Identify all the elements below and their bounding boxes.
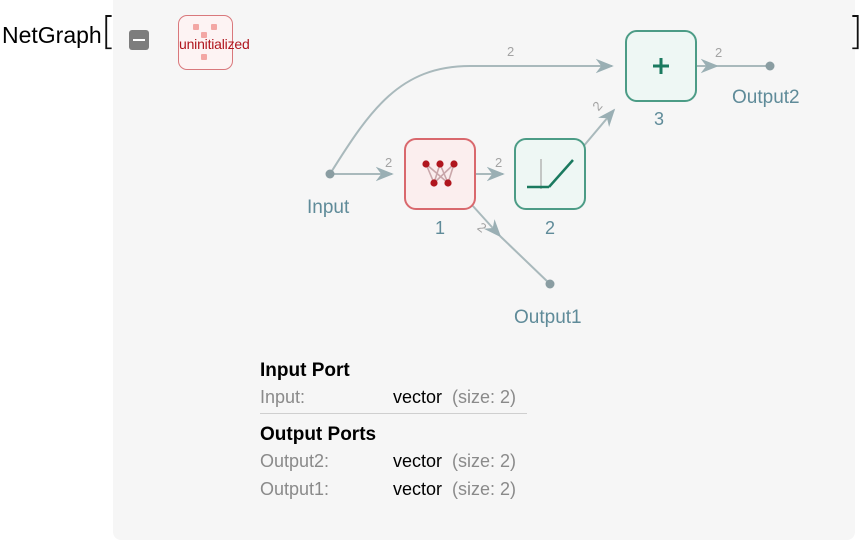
dim-input-to-3: 2: [507, 44, 514, 59]
netgraph-head: NetGraph: [2, 22, 102, 48]
linear-layer-icon: [422, 160, 458, 187]
edge-1-to-output1: [499, 235, 551, 285]
node-1-label: 1: [435, 218, 445, 238]
port-row-input: Input: vector (size: 2): [260, 387, 530, 411]
port-size: (size: 2): [452, 451, 517, 471]
node-2-box: [514, 138, 586, 210]
dim-3-to-output2: 2: [715, 45, 722, 60]
open-bracket: [: [101, 9, 116, 53]
node-1-box: [404, 138, 476, 210]
output1-port-dot: [545, 279, 555, 289]
minus-bar: [133, 39, 145, 41]
badge-dot: [201, 32, 207, 38]
port-name: Input:: [260, 387, 306, 407]
close-bracket: ]: [848, 9, 863, 53]
node-3-label: 3: [654, 109, 664, 129]
port-size: (size: 2): [452, 387, 517, 407]
uninitialized-badge: uninitialized: [178, 15, 250, 70]
port-type: vector: [393, 451, 443, 471]
output-ports-title: Output Ports: [260, 424, 377, 445]
node-2[interactable]: [514, 138, 586, 210]
dim-1-to-output1: 2: [475, 219, 490, 235]
port-name: Output2:: [260, 451, 330, 471]
port-type: vector: [393, 479, 443, 499]
edge-2-to-3: [581, 108, 616, 149]
dim-2-to-3: 2: [589, 98, 605, 113]
badge-dot: [201, 54, 207, 60]
output1-label: Output1: [514, 307, 582, 328]
input-label: Input: [307, 197, 350, 218]
output2-port-dot: [765, 61, 775, 71]
netgraph-panel: [113, 0, 855, 540]
divider: [260, 413, 527, 414]
port-name: Output1:: [260, 479, 330, 499]
input-port-dot: [325, 169, 335, 179]
node-2-label: 2: [545, 218, 555, 238]
port-type: vector: [393, 387, 443, 407]
minus-square-icon[interactable]: [129, 30, 149, 50]
badge-dot: [211, 24, 217, 30]
port-row-output2: Output2: vector (size: 2): [260, 451, 530, 475]
port-row-output1: Output1: vector (size: 2): [260, 479, 530, 503]
plus-icon: [653, 58, 669, 74]
edge-1-to-output1-arrow: [471, 204, 502, 238]
badge-dot: [193, 24, 199, 30]
output2-label: Output2: [732, 87, 800, 108]
dim-1-to-2: 2: [495, 155, 502, 170]
input-port-title: Input Port: [260, 360, 350, 381]
dim-input-to-1: 2: [385, 155, 392, 170]
node-1[interactable]: [404, 138, 476, 210]
port-size: (size: 2): [452, 479, 517, 499]
ramp-activation-icon: [527, 159, 574, 189]
node-3[interactable]: [625, 30, 697, 102]
edge-input-to-3-curve: [329, 65, 512, 175]
